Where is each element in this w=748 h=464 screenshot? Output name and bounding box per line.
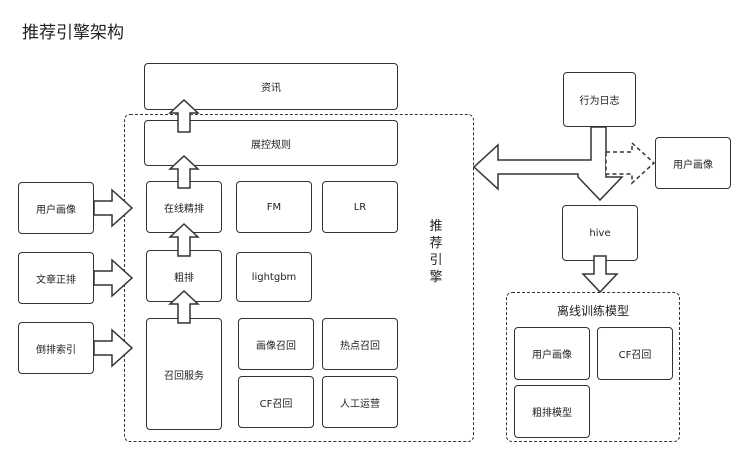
node-huaxiang-zhaohui: 画像召回 — [238, 318, 314, 370]
node-redian-zhaohui: 热点召回 — [322, 318, 398, 370]
engine-label-char: 引 — [429, 253, 443, 268]
engine-label-char: 擎 — [429, 270, 443, 285]
node-offline-cupai-moxing: 粗排模型 — [514, 385, 590, 438]
arrow-up-zhankong-to-zixun — [168, 98, 200, 133]
node-offline-yonghu-huaxiang: 用户画像 — [514, 327, 590, 380]
node-cf-zhaohui: CF召回 — [238, 376, 314, 428]
arrow-up-zhaohui-to-cupai — [168, 289, 200, 324]
offline-training-boundary — [506, 292, 680, 442]
node-xingwei-rizhi: 行为日志 — [563, 72, 636, 127]
node-lightgbm: lightgbm — [236, 252, 312, 302]
arrow-xingwei-to-engine-and-hive — [472, 126, 624, 202]
node-yonghu-huaxiang-input: 用户画像 — [18, 182, 94, 234]
node-yonghu-huaxiang-output: 用户画像 — [655, 137, 731, 189]
arrow-right-daopai — [93, 328, 134, 368]
node-zhaohui: 召回服务 — [146, 318, 222, 430]
node-lr: LR — [322, 181, 398, 233]
node-offline-cf-zhaohui: CF召回 — [597, 327, 673, 380]
arrow-up-zaixian-to-zhankong — [168, 154, 200, 189]
page-title: 推荐引擎架构 — [22, 23, 124, 43]
engine-label-char: 推 — [429, 219, 443, 234]
node-daopai-suoyin: 倒排索引 — [18, 322, 94, 374]
arrow-right-wenzhang — [93, 258, 134, 298]
arrow-right-yonghu-huaxiang — [93, 188, 134, 228]
arrow-down-hive-to-offline — [581, 255, 619, 294]
node-rengong: 人工运营 — [322, 376, 398, 428]
offline-group-title: 离线训练模型 — [556, 304, 629, 318]
arrow-up-cupai-to-zaixian — [168, 222, 200, 257]
node-fm: FM — [236, 181, 312, 233]
node-hive: hive — [562, 205, 638, 261]
engine-vertical-label: 推 荐 引 擎 — [428, 218, 444, 286]
arrow-dashed-to-yonghu-huaxiang — [605, 141, 656, 185]
engine-label-char: 荐 — [429, 236, 443, 251]
